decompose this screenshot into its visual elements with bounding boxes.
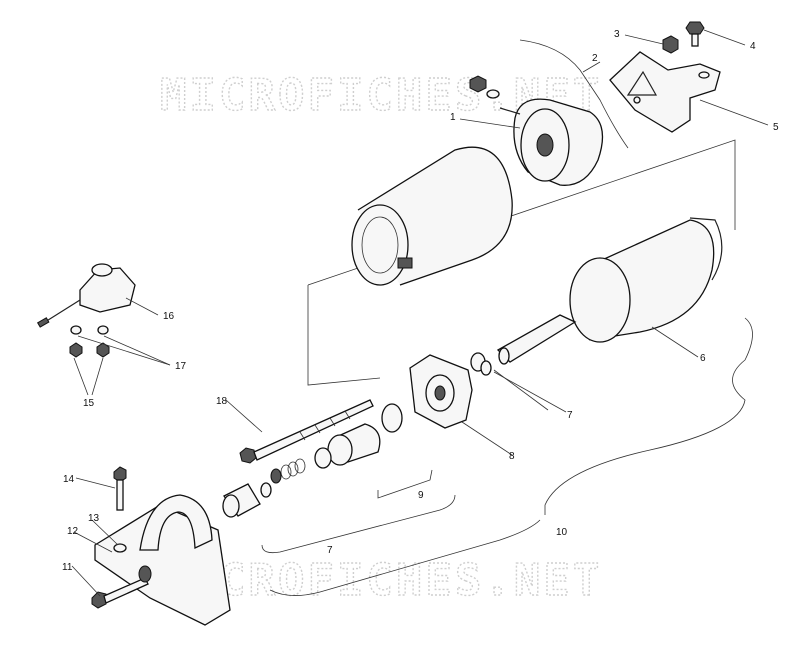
part-6-armature (496, 217, 723, 365)
part-16-solenoid (36, 263, 136, 328)
part-14-bolt (113, 466, 127, 511)
callout-7-lower: 7 (327, 545, 333, 556)
callout-6: 6 (700, 353, 706, 364)
callout-17: 17 (175, 361, 187, 372)
callout-16: 16 (163, 311, 175, 322)
brace-9 (377, 469, 433, 499)
part-17-washer-a (70, 325, 82, 335)
part-17-washer-b (97, 325, 109, 335)
part-3-nut (662, 35, 679, 54)
callout-9: 9 (418, 490, 424, 501)
bracket-base-line (269, 519, 541, 596)
part-2-nut (469, 75, 487, 93)
callout-15: 15 (83, 398, 95, 409)
part-12-mounting-bracket (94, 494, 231, 626)
part-7-sleeve (222, 483, 261, 518)
brace-7-lower (261, 494, 456, 554)
part-18-through-bolt (239, 399, 374, 464)
callout-13: 13 (88, 513, 100, 524)
leader-lines (71, 29, 769, 597)
callout-8: 8 (509, 451, 515, 462)
part-15-nut-a (69, 342, 83, 358)
part-5-bracket (609, 51, 721, 133)
callout-2: 2 (592, 53, 598, 64)
callout-14: 14 (63, 474, 75, 485)
callout-3: 3 (614, 29, 620, 40)
part-4-bolt (685, 21, 705, 47)
part-8-drive-plate (409, 354, 473, 429)
callout-1: 1 (450, 112, 456, 123)
callout-5: 5 (773, 122, 779, 133)
part-2-washer (486, 89, 500, 99)
callout-12: 12 (67, 526, 79, 537)
callout-4: 4 (750, 41, 756, 52)
watermark-bottom: MICROFICHES.NET (160, 555, 602, 606)
part-11-bolt (91, 565, 152, 609)
callout-11: 11 (62, 562, 73, 573)
brace-10 (544, 317, 753, 515)
part-1-end-cap (499, 98, 604, 186)
part-9-pinion-assembly (260, 403, 403, 498)
callout-10: 10 (556, 527, 568, 538)
part-7-washer-b (480, 360, 492, 376)
callout-7-upper: 7 (567, 410, 573, 421)
field-frame-housing (351, 146, 513, 286)
callout-18: 18 (216, 396, 228, 407)
brace-2 (519, 39, 629, 149)
frame-line-left (307, 285, 381, 386)
part-15-nut-b (96, 342, 110, 358)
